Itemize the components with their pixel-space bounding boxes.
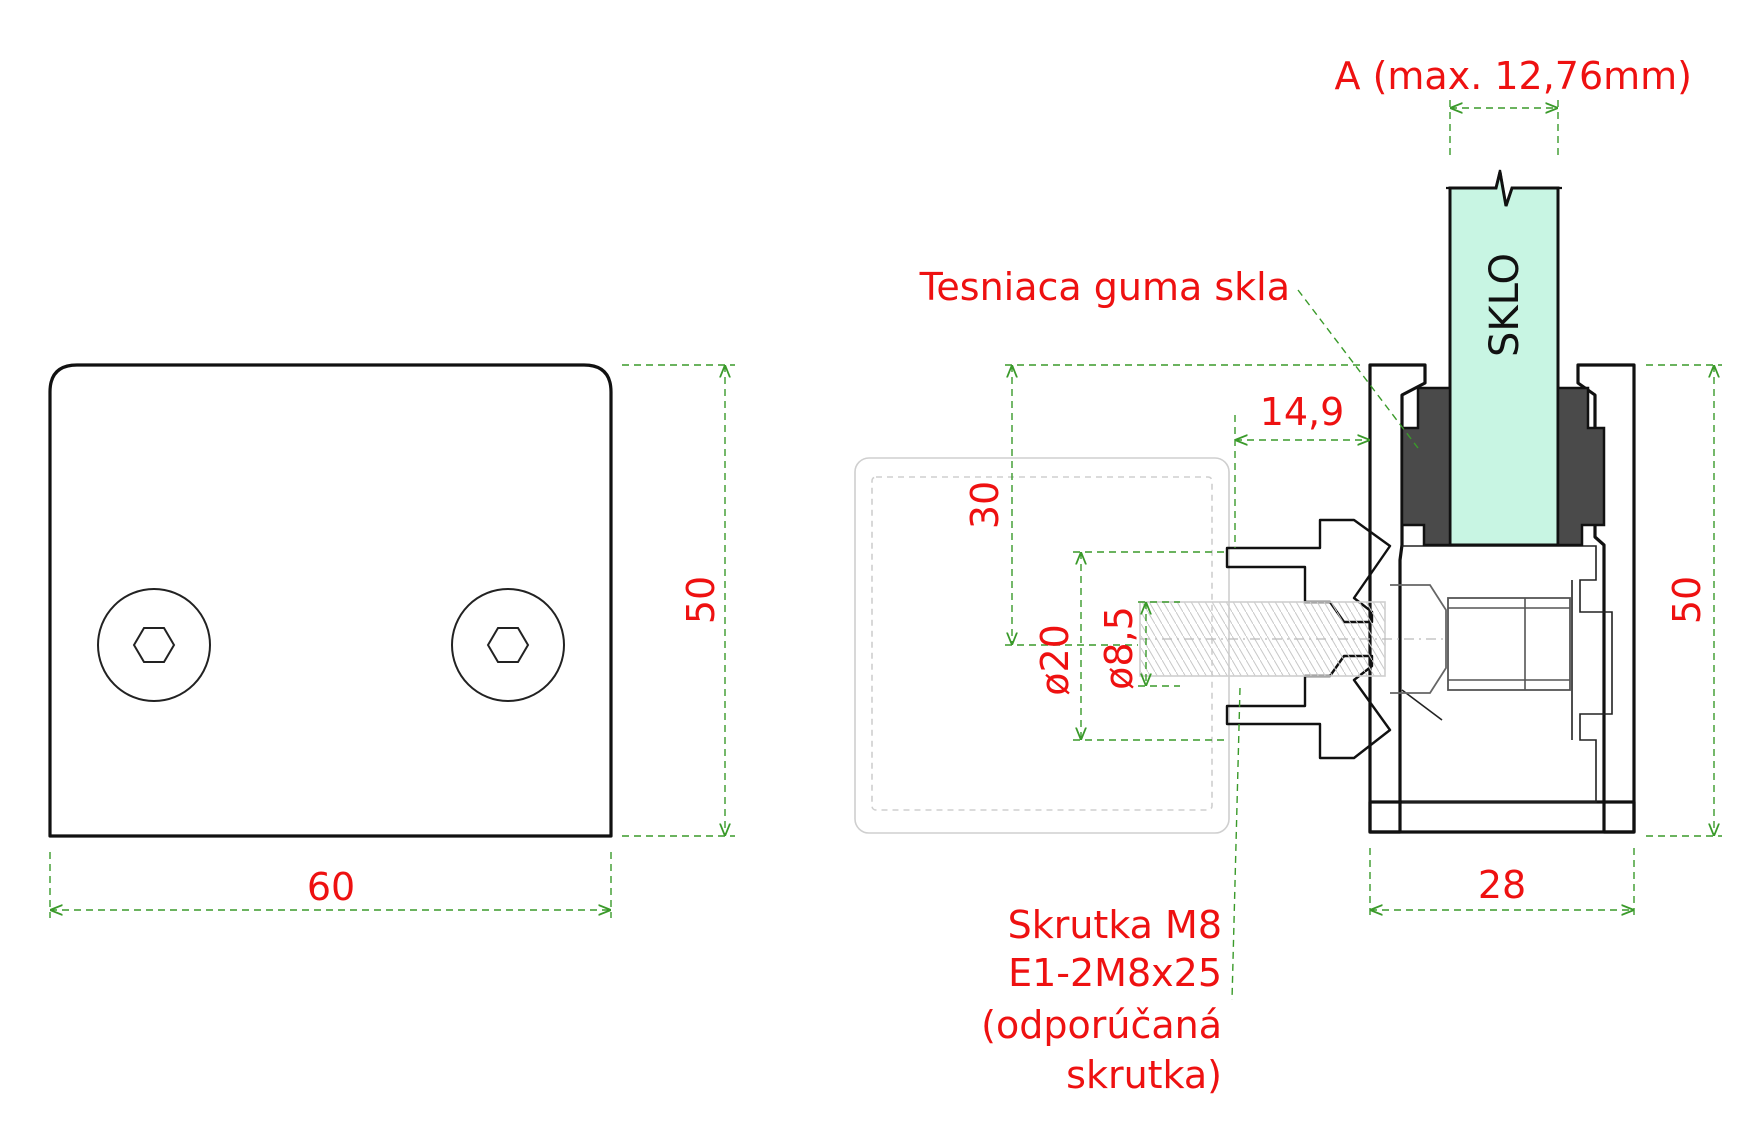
clamp-inner-cavity (1402, 545, 1613, 803)
height-50-section-label: 50 (1665, 576, 1709, 624)
glass-body (1448, 171, 1560, 547)
gasket-label: Tesniaca guma skla (919, 265, 1290, 309)
glass-panel: SKLO (1446, 169, 1562, 547)
screw-m8 (1139, 584, 1571, 694)
width-28-label: 28 (1478, 863, 1526, 907)
hexagon-socket-icon (486, 627, 530, 663)
nut-body (1447, 597, 1571, 691)
hexagon-socket-icon (132, 627, 176, 663)
screw-head (1390, 584, 1447, 694)
screw-leader: Skrutka M8 E1-2M8x25 (odporúčaná skrutka… (981, 687, 1241, 1097)
dimension-glass-thickness: A (max. 12,76mm) (1335, 54, 1693, 160)
diameter-8-5-label: ø8,5 (1097, 606, 1141, 690)
front-view: 60 50 (48, 363, 735, 918)
break-line-icon (1446, 169, 1562, 207)
screw-head-circle (451, 588, 565, 702)
height-label: 50 (679, 576, 723, 624)
clamp-bottom (1368, 800, 1636, 834)
dimension-diameter-8-5: ø8,5 (1097, 601, 1180, 690)
dimension-width-60: 60 (49, 852, 612, 918)
screw-label-line-3: (odporúčaná (981, 1003, 1222, 1047)
screw-label-line-4: skrutka) (1066, 1053, 1222, 1097)
screw-label-line-1: Skrutka M8 (1008, 903, 1222, 947)
screw-label-line-2: E1-2M8x25 (1008, 951, 1222, 995)
screw-head-circle (97, 588, 211, 702)
dimension-diameter-20: ø20 (1033, 551, 1225, 741)
gasket-leader: Tesniaca guma skla (919, 265, 1419, 449)
dimension-offset-14-9: 14,9 (1234, 390, 1370, 548)
width-label: 60 (307, 865, 355, 909)
offset-label: 14,9 (1260, 390, 1345, 434)
height-30-label: 30 (963, 481, 1007, 529)
plate-outline (48, 363, 613, 838)
gasket-left (1400, 386, 1452, 547)
screw-right (451, 588, 565, 702)
dimension-width-28: 28 (1369, 848, 1635, 918)
screw-thread (1139, 601, 1386, 677)
section-view: SKLO A (max. 12,76mm) (854, 54, 1722, 1097)
dimension-height-50-section: 50 (1646, 364, 1722, 837)
diameter-20-label: ø20 (1033, 624, 1077, 696)
glass-label: SKLO (1482, 253, 1528, 357)
glass-thickness-label: A (max. 12,76mm) (1335, 54, 1693, 98)
dimension-height-30: 30 (963, 364, 1360, 646)
dimension-height-50: 50 (622, 364, 735, 837)
screw-left (97, 588, 211, 702)
gasket-right (1556, 386, 1606, 547)
